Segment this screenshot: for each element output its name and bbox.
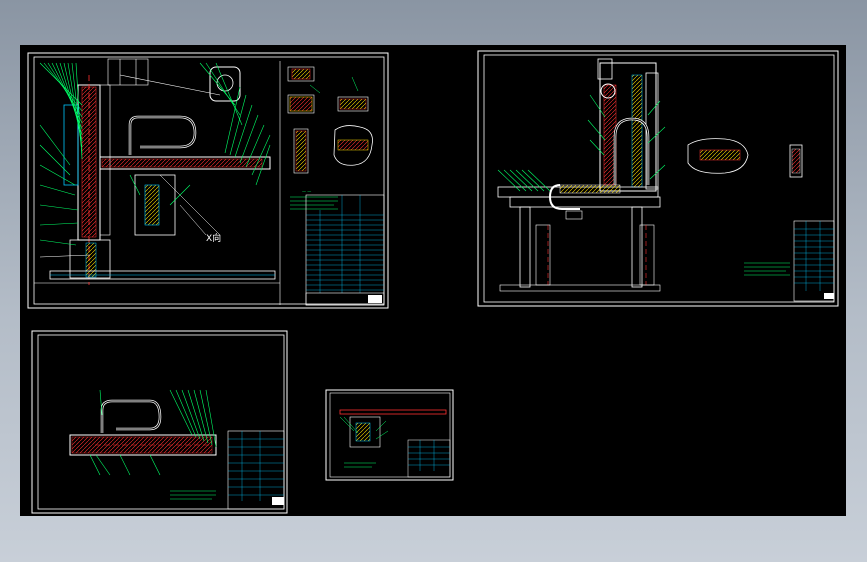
detail-title-block — [407, 439, 451, 478]
view-label: X向 — [206, 232, 221, 244]
part-callout-leaders-right — [129, 62, 271, 206]
arm-notes — [170, 490, 216, 500]
detail-views: — — — [287, 66, 373, 194]
column-drawing-sheet[interactable] — [477, 50, 839, 307]
part-callout-leaders-left — [39, 62, 91, 258]
arm-callouts — [89, 389, 217, 476]
detail-drawing-sheet[interactable] — [325, 389, 454, 481]
column-callouts — [497, 94, 666, 192]
svg-text:— —: — — — [302, 189, 311, 194]
title-block-table — [305, 194, 385, 306]
technical-notes — [290, 196, 338, 210]
sheet-outer-border — [27, 52, 389, 309]
arm-assembly — [99, 66, 271, 236]
arm-title-block — [227, 430, 285, 510]
cad-model-space: X向 — — — [27, 50, 839, 514]
sheet-inner-border — [33, 56, 385, 305]
assembly-drawing-sheet[interactable]: X向 — — — [27, 52, 389, 309]
cad-drawing-viewport[interactable]: X向 — — — [20, 45, 846, 516]
column-assembly — [63, 58, 149, 285]
arm-drawing-sheet[interactable] — [31, 330, 288, 514]
column-notes — [744, 262, 790, 276]
column-title-block — [793, 220, 835, 302]
